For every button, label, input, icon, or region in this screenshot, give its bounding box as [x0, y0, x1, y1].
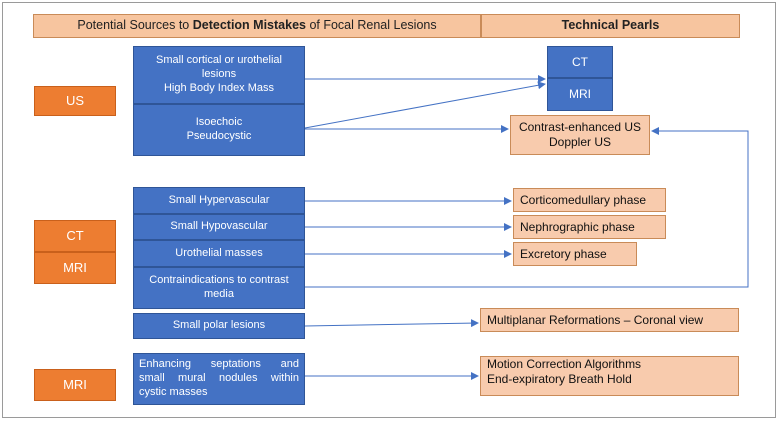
source-small-cortical-line2: lesions: [201, 68, 237, 81]
source-enhancing-line1: Enhancing septations and: [139, 358, 299, 371]
header-pearls: Technical Pearls: [481, 14, 740, 38]
header-suffix: of Focal Renal Lesions: [305, 18, 437, 33]
arrow-small-polar-to-multiplanar: [304, 319, 479, 328]
source-small-polar: Small polar lesions: [133, 313, 305, 339]
source-small-hypervascular: Small Hypervascular: [133, 187, 305, 214]
arrow-contraindications-to-ceus: [305, 127, 749, 288]
pearl-multiplanar: Multiplanar Reformations – Coronal view: [480, 308, 739, 332]
source-enhancing-line3: cystic masses: [139, 385, 208, 398]
pearl-multiplanar-label: Multiplanar Reformations – Coronal view: [487, 312, 704, 327]
arrow-isoechoic-to-mri: [304, 81, 546, 129]
pearl-motion-line2: End-expiratory Breath Hold: [487, 372, 632, 386]
modality-mri-2: MRI: [34, 369, 116, 401]
pearl-mri-label: MRI: [569, 87, 591, 101]
header-sources-text: Potential Sources to Detection Mistakes …: [77, 18, 436, 34]
modality-ct-label: CT: [66, 227, 84, 243]
pearl-nephrographic-label: Nephrographic phase: [520, 219, 635, 234]
source-small-cortical: Small cortical or urothelial lesions Hig…: [133, 46, 305, 104]
modality-us-label: US: [65, 92, 85, 108]
source-urothelial-masses-label: Urothelial masses: [175, 246, 263, 259]
pearl-excretory: Excretory phase: [513, 242, 637, 266]
source-urothelial-masses: Urothelial masses: [133, 240, 305, 267]
source-small-polar-label: Small polar lesions: [172, 319, 266, 332]
source-enhancing-septations: Enhancing septations and small mural nod…: [133, 353, 305, 405]
modality-us: US: [34, 86, 116, 116]
source-isoechoic-line2: Pseudocystic: [186, 130, 252, 142]
pearl-corticomedullary-label: Corticomedullary phase: [520, 192, 647, 207]
header-bold: Detection Mistakes: [192, 18, 306, 33]
pearl-ct: CT: [547, 46, 613, 78]
source-isoechoic: Isoechoic Pseudocystic: [133, 104, 305, 156]
pearl-ceus-line1: Contrast-enhanced US: [518, 120, 642, 134]
pearl-corticomedullary: Corticomedullary phase: [513, 188, 666, 212]
source-isoechoic-line1: Isoechoic: [195, 116, 243, 129]
modality-mri-2-label: MRI: [63, 376, 87, 392]
pearl-nephrographic: Nephrographic phase: [513, 215, 666, 239]
header-prefix: Potential Sources to: [77, 18, 193, 33]
header-pearls-text: Technical Pearls: [561, 18, 660, 33]
source-small-cortical-line1: Small cortical or urothelial: [156, 54, 282, 67]
header-sources: Potential Sources to Detection Mistakes …: [33, 14, 481, 38]
source-small-hypovascular-label: Small Hypovascular: [170, 220, 268, 233]
pearl-mri: MRI: [547, 78, 613, 111]
source-contraindications: Contraindications to contrast media: [133, 267, 305, 309]
pearl-ceus-line2: Doppler US: [548, 135, 612, 149]
modality-ct: CT: [34, 220, 116, 252]
source-small-hypervascular-label: Small Hypervascular: [168, 193, 270, 206]
pearl-motion-correction: Motion Correction Algorithms End-expirat…: [480, 356, 739, 396]
source-small-hypovascular: Small Hypovascular: [133, 214, 305, 240]
modality-mri-1: MRI: [34, 252, 116, 284]
pearl-contrast-enhanced-us: Contrast-enhanced US Doppler US: [510, 115, 650, 155]
source-small-cortical-line3: High Body Index Mass: [163, 81, 275, 94]
pearl-ct-label: CT: [572, 54, 588, 69]
pearl-excretory-label: Excretory phase: [520, 246, 607, 261]
source-contraindications-line1: Contraindications to contrast: [149, 274, 289, 287]
source-contraindications-line2: media: [204, 288, 234, 300]
pearl-motion-line1: Motion Correction Algorithms: [487, 357, 642, 371]
source-enhancing-line2: small mural nodules within: [139, 372, 299, 385]
modality-mri-1-label: MRI: [63, 259, 87, 275]
